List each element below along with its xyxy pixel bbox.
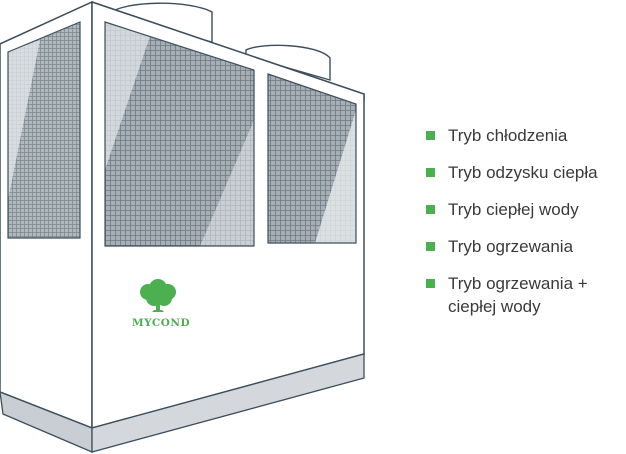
mode-label: Tryb ogrzewania + ciepłej wody [448,274,588,316]
side-grille [7,21,81,239]
mode-label: Tryb ogrzewania [448,237,574,256]
mode-item-cooling: Tryb chłodzenia [426,124,622,147]
tree-icon [140,279,176,312]
mode-bullet-icon [426,168,435,177]
mode-bullet-icon [426,242,435,251]
mode-item-heat-recovery: Tryb odzysku ciepła [426,161,622,184]
mode-label: Tryb ciepłej wody [448,200,579,219]
mode-bullet-icon [426,205,435,214]
unit-base-front [91,353,365,453]
mode-list: Tryb chłodzenia Tryb odzysku ciepła Tryb… [426,124,622,332]
mode-label: Tryb chłodzenia [448,126,568,145]
brand-logo-text: MYCOND [132,317,190,329]
mode-item-heating-hot-water: Tryb ogrzewania + ciepłej wody [426,272,622,318]
front-grille-left [104,21,255,247]
front-grille-right [267,73,357,244]
mode-bullet-icon [426,279,435,288]
brand-logo: MYCOND [132,279,190,329]
mode-label: Tryb odzysku ciepła [448,163,598,182]
mode-bullet-icon [426,131,435,140]
mode-item-heating: Tryb ogrzewania [426,235,622,258]
heat-pump-illustration: MYCOND [0,0,365,453]
mode-item-hot-water: Tryb ciepłej wody [426,198,622,221]
fan-housing-back [107,2,331,81]
